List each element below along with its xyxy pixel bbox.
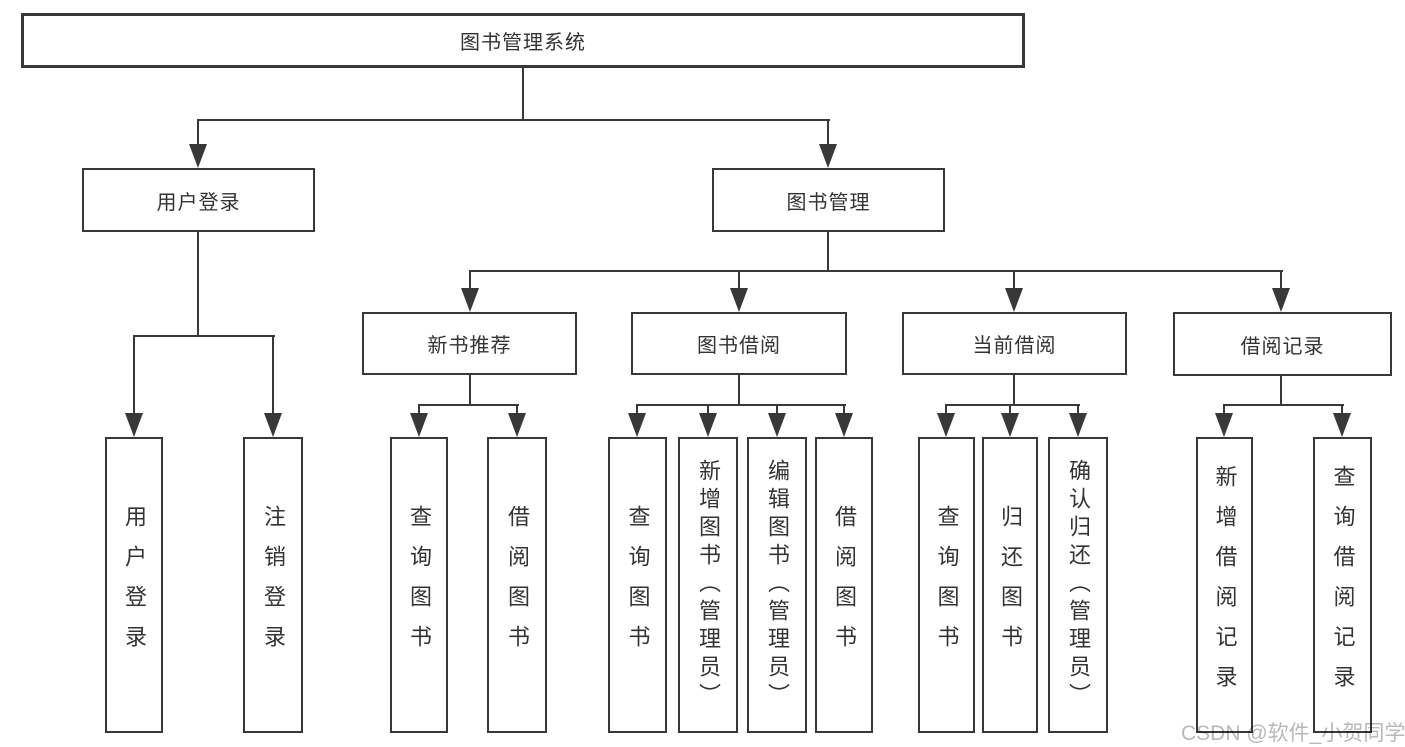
node-current-borrowing: 当前借阅 (902, 312, 1127, 375)
node-book-management: 图书管理 (712, 168, 945, 232)
leaf-borrow-books-recommend: 借阅图书 (487, 437, 547, 733)
arrowhead-down-icon (1333, 413, 1351, 437)
connector-line (945, 404, 947, 414)
leaf-query-books-current-label: 查询图书 (934, 505, 960, 665)
node-book-borrowing-label: 图书借阅 (697, 335, 781, 357)
leaf-confirm-return-admin: 确认归还（管理员） (1048, 437, 1108, 733)
connector-line (516, 404, 518, 414)
connector-line (133, 335, 135, 414)
leaf-edit-books-admin: 编辑图书（管理员） (747, 437, 807, 733)
leaf-add-books-admin-label: 新增图书（管理员） (696, 459, 721, 711)
node-book-borrowing: 图书借阅 (631, 312, 847, 375)
arrowhead-down-icon (730, 288, 748, 312)
leaf-query-books-recommend-label: 查询图书 (407, 505, 432, 665)
node-borrowing-records: 借阅记录 (1173, 312, 1392, 376)
connector-line (1013, 375, 1015, 406)
arrowhead-down-icon (937, 413, 955, 437)
connector-line (272, 335, 274, 414)
arrowhead-down-icon (819, 144, 837, 168)
leaf-add-books-admin: 新增图书（管理员） (678, 437, 738, 733)
leaf-query-books-current: 查询图书 (918, 437, 975, 733)
arrowhead-down-icon (1215, 413, 1233, 437)
connector-line (738, 270, 740, 289)
leaf-logout: 注销登录 (243, 437, 303, 733)
arrowhead-down-icon (189, 144, 207, 168)
connector-line (776, 404, 778, 414)
connector-line (738, 375, 740, 406)
arrowhead-down-icon (125, 413, 143, 437)
leaf-query-books-recommend: 查询图书 (390, 437, 448, 733)
connector-line (1009, 404, 1011, 414)
connector-line (418, 404, 420, 414)
arrowhead-down-icon (1001, 413, 1019, 437)
arrowhead-down-icon (264, 413, 282, 437)
arrowhead-down-icon (628, 413, 646, 437)
leaf-edit-books-admin-label: 编辑图书（管理员） (765, 459, 790, 711)
connector-line (1013, 270, 1015, 289)
arrowhead-down-icon (508, 413, 526, 437)
watermark: CSDN @软件_小贺同学 (1181, 722, 1405, 745)
arrowhead-down-icon (768, 413, 786, 437)
connector-line (522, 68, 524, 120)
leaf-return-books: 归还图书 (982, 437, 1038, 733)
arrowhead-down-icon (1069, 413, 1087, 437)
connector-line (469, 375, 471, 406)
arrowhead-down-icon (1005, 288, 1023, 312)
node-user-login: 用户登录 (82, 168, 315, 232)
connector-line (197, 119, 199, 145)
node-library-management-system-label: 图书管理系统 (460, 32, 586, 54)
leaf-query-books-borrowing: 查询图书 (608, 437, 667, 733)
connector-line (1223, 404, 1344, 406)
connector-line (827, 119, 829, 145)
arrowhead-down-icon (835, 413, 853, 437)
node-user-login-label: 用户登录 (156, 191, 241, 214)
arrowhead-down-icon (461, 288, 479, 312)
connector-line (197, 119, 830, 121)
connector-line (1223, 404, 1225, 414)
leaf-user-login: 用户登录 (105, 437, 163, 733)
leaf-add-borrow-record: 新增借阅记录 (1196, 437, 1253, 733)
leaf-query-books-borrowing-label: 查询图书 (625, 505, 651, 665)
leaf-user-login-label: 用户登录 (122, 505, 147, 665)
connector-line (418, 404, 519, 406)
node-library-management-system: 图书管理系统 (21, 13, 1025, 68)
leaf-logout-label: 注销登录 (261, 505, 286, 665)
node-new-book-recommendation: 新书推荐 (362, 312, 577, 375)
arrowhead-down-icon (699, 413, 717, 437)
leaf-borrow-books: 借阅图书 (815, 437, 873, 733)
leaf-query-borrow-record-label: 查询借阅记录 (1330, 465, 1356, 705)
leaf-borrow-books-recommend-label: 借阅图书 (505, 505, 530, 665)
leaf-query-borrow-record: 查询借阅记录 (1313, 437, 1372, 733)
connector-line (469, 270, 471, 289)
connector-line (1077, 404, 1079, 414)
leaf-borrow-books-label: 借阅图书 (832, 505, 857, 665)
connector-line (827, 232, 829, 272)
connector-line (1280, 270, 1282, 289)
connector-line (707, 404, 709, 414)
connector-line (133, 335, 275, 337)
node-new-book-recommendation-label: 新书推荐 (427, 335, 512, 357)
connector-line (1280, 375, 1282, 406)
node-book-management-label: 图书管理 (786, 191, 871, 214)
connector-line (636, 404, 638, 414)
arrowhead-down-icon (410, 413, 428, 437)
connector-line (197, 232, 199, 336)
node-borrowing-records-label: 借阅记录 (1240, 335, 1325, 358)
connector-line (843, 404, 845, 414)
leaf-confirm-return-admin-label: 确认归还（管理员） (1066, 459, 1091, 711)
connector-line (636, 404, 846, 406)
leaf-add-borrow-record-label: 新增借阅记录 (1212, 465, 1238, 705)
connector-line (1341, 404, 1343, 414)
leaf-return-books-label: 归还图书 (998, 505, 1023, 665)
node-current-borrowing-label: 当前借阅 (972, 335, 1057, 357)
arrowhead-down-icon (1272, 288, 1290, 312)
connector-line (945, 404, 1080, 406)
connector-line (469, 270, 1283, 272)
